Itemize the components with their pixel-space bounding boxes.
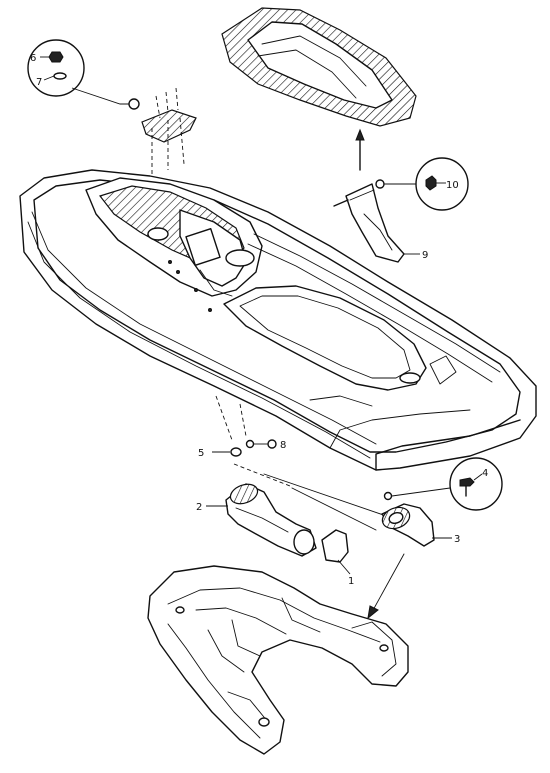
lower-liner-part [147, 565, 409, 755]
callout-circle-8: 8 [245, 439, 286, 451]
callout-7-label: 7 [36, 77, 42, 88]
callout-circle-6-7: 6 7 [27, 39, 140, 110]
main-hull [19, 169, 537, 471]
callout-4-label: 4 [482, 468, 488, 479]
callout-circle-10: 10 [375, 157, 469, 211]
part-2-intake-duct: 2 [196, 483, 317, 557]
callout-circle-4: 4 [383, 457, 503, 511]
fastener-5: 5 [198, 447, 242, 459]
callout-3-label: 3 [454, 534, 460, 545]
callout-2-label: 2 [196, 502, 202, 513]
callout-10-label: 10 [446, 180, 459, 191]
callout-1-label: 1 [348, 576, 354, 587]
part-3-outlet-fitting: 3 [381, 503, 460, 547]
callout-6-label: 6 [30, 53, 36, 64]
upper-hood-part [221, 7, 417, 127]
arrow-to-lower-part [367, 553, 405, 620]
bracket-part [141, 87, 197, 174]
part-1-gasket-ring: 1 [321, 529, 354, 587]
callout-9-label: 9 [422, 250, 428, 261]
arrow-to-hood [355, 128, 365, 171]
install-lines-lower [215, 395, 399, 531]
part-9-duct: 9 [333, 183, 428, 263]
callout-8-label: 8 [280, 440, 286, 451]
callout-5-label: 5 [198, 448, 204, 459]
